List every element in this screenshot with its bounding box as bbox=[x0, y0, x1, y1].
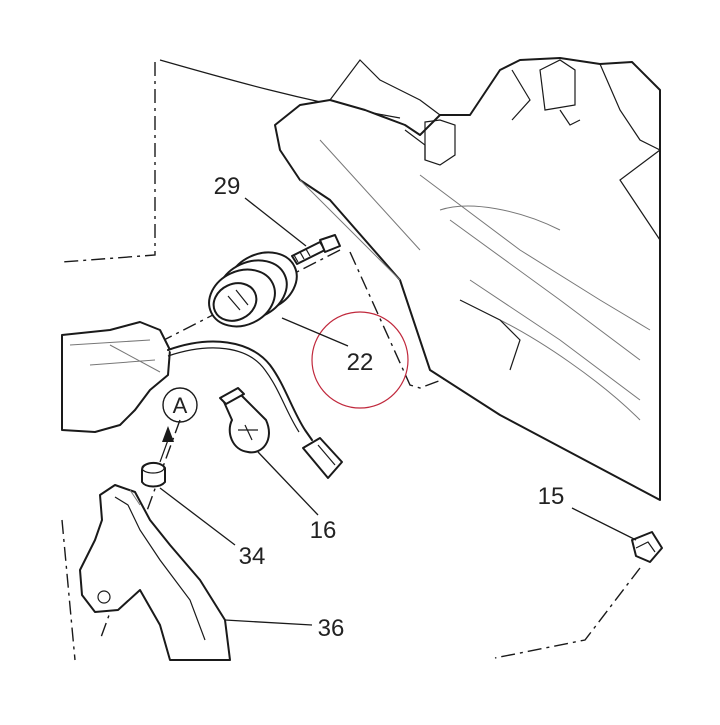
clip-15 bbox=[631, 531, 663, 563]
rear-body-panel bbox=[274, 57, 661, 501]
arrow-up-icon bbox=[162, 426, 174, 442]
callout-labels: 29 22 16 34 36 15 bbox=[214, 173, 565, 642]
screw-29 bbox=[291, 234, 341, 265]
callout-36: 36 bbox=[318, 615, 345, 642]
callout-22: 22 bbox=[347, 349, 374, 376]
highlight-circle bbox=[311, 311, 409, 409]
callout-16: 16 bbox=[310, 517, 337, 544]
callout-15: 15 bbox=[538, 483, 565, 510]
bracket-36 bbox=[79, 484, 231, 661]
view-a-marker: A bbox=[159, 387, 198, 463]
callout-34: 34 bbox=[239, 543, 266, 570]
leader-lines bbox=[159, 197, 637, 626]
callout-29: 29 bbox=[214, 173, 241, 200]
view-a-label: A bbox=[173, 393, 188, 418]
lamp-socket-22 bbox=[208, 251, 298, 328]
bulb-16 bbox=[219, 387, 270, 454]
grommet-34 bbox=[141, 462, 166, 488]
tail-lamp-lens bbox=[61, 321, 171, 433]
